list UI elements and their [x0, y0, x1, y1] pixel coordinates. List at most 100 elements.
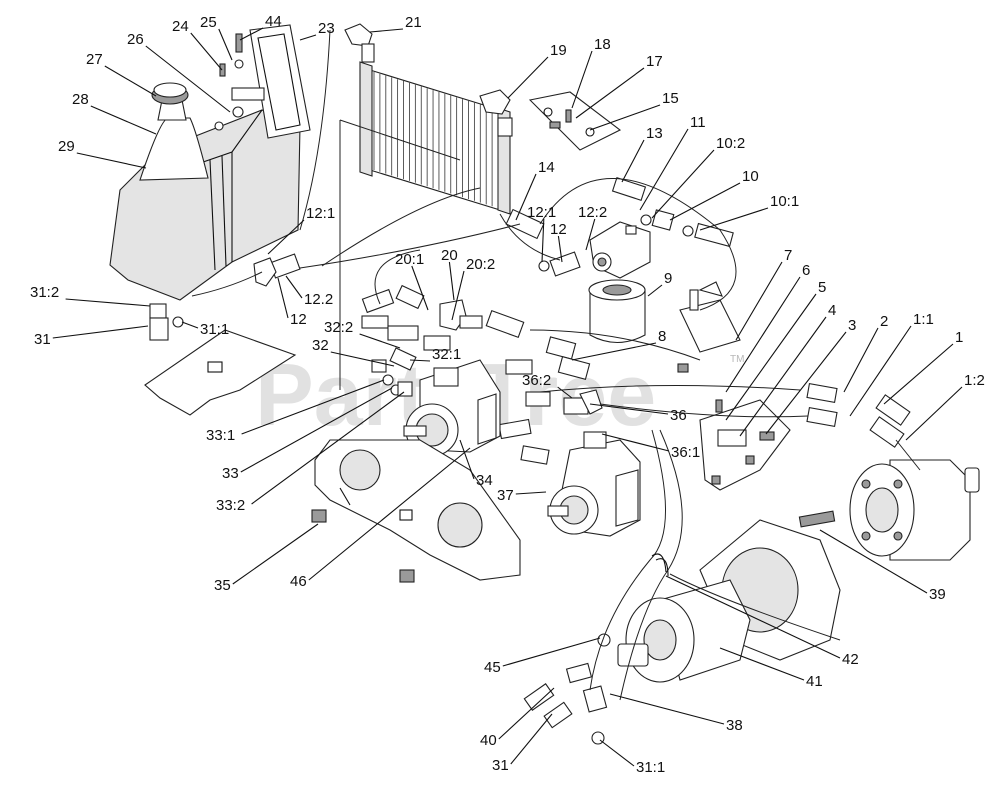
leader-line-c27: [104, 65, 157, 97]
leader-line-c5: [725, 293, 817, 421]
hydraulic-pump-rear: [547, 431, 641, 537]
leader-line-c13: [621, 139, 645, 183]
leader-line-c39: [819, 529, 928, 594]
callout-label-c15: 15: [662, 90, 679, 107]
pump-mount-plate: [311, 439, 521, 583]
callout-label-c20: 20: [441, 247, 458, 264]
motor-fittings-right: [806, 383, 911, 448]
tank-hardware: [214, 33, 244, 131]
leader-line-c17: [575, 67, 645, 119]
leader-line-c18: [571, 50, 593, 109]
callout-label-c25: 25: [200, 14, 217, 31]
leader-line-c20_1: [411, 265, 429, 311]
leader-line-c42: [665, 575, 841, 659]
callout-label-c12_1b: 12:1: [306, 205, 335, 222]
callout-label-c26: 26: [127, 31, 144, 48]
leader-line-c10: [669, 182, 741, 221]
callout-label-c12b: 12: [290, 311, 307, 328]
callout-label-c40: 40: [480, 732, 497, 749]
hose-fittings-upper: [253, 177, 734, 287]
callout-label-c2: 2: [880, 313, 888, 330]
callout-label-c31_2: 31:2: [30, 284, 59, 301]
callout-label-c20_2: 20:2: [466, 256, 495, 273]
leader-lines: [52, 27, 963, 767]
callout-label-c33_1: 33:1: [206, 427, 235, 444]
callout-label-c35: 35: [214, 577, 231, 594]
leader-line-c8: [571, 342, 657, 361]
callout-label-c23: 23: [318, 20, 335, 37]
callout-label-c14: 14: [538, 159, 555, 176]
callout-label-c5: 5: [818, 279, 826, 296]
callout-label-c32_2: 32:2: [324, 319, 353, 336]
callout-label-c10_1: 10:1: [770, 193, 799, 210]
leader-line-c12_1a: [541, 218, 545, 263]
filter-head: [589, 221, 651, 279]
callout-label-c31_1a: 31:1: [200, 321, 229, 338]
valve-fittings-middle: [361, 284, 603, 465]
leader-line-c29: [76, 152, 147, 169]
callout-label-c29: 29: [58, 138, 75, 155]
leader-line-c1: [883, 343, 954, 405]
hydraulic-tank: [109, 82, 301, 301]
leader-line-c25: [218, 28, 233, 61]
cooler-fins: [373, 72, 499, 208]
callout-label-c36_2: 36:2: [522, 372, 551, 389]
leader-line-c36_1: [601, 433, 670, 452]
leader-line-c41: [719, 647, 805, 681]
watermark-trademark: TM: [730, 354, 744, 365]
callout-label-c17: 17: [646, 53, 663, 70]
leader-line-c36: [589, 403, 669, 415]
callout-label-c46: 46: [290, 573, 307, 590]
leader-line-c12_2b: [285, 275, 303, 299]
callout-label-c37: 37: [497, 487, 514, 504]
callout-label-c36: 36: [670, 407, 687, 424]
callout-label-c36_1: 36:1: [671, 444, 700, 461]
callout-label-c21: 21: [405, 14, 422, 31]
leader-line-c6: [725, 276, 801, 393]
leader-line-c19: [507, 56, 549, 99]
callout-label-c10_2: 10:2: [716, 135, 745, 152]
callout-label-c32: 32: [312, 337, 329, 354]
leader-line-c9: [647, 284, 663, 297]
leader-line-c15: [589, 104, 661, 131]
leader-line-c26: [145, 45, 231, 113]
tank-drain-fittings: [149, 303, 184, 341]
leader-line-c3: [765, 331, 847, 435]
leader-line-c7: [735, 261, 783, 341]
leader-line-c1_2: [905, 386, 963, 441]
callout-label-c41: 41: [806, 673, 823, 690]
oil-filter: [588, 279, 646, 344]
leader-line-c40: [498, 687, 555, 740]
callout-label-c8: 8: [658, 328, 666, 345]
bracket-plate: [528, 91, 622, 151]
leader-line-c10_1: [699, 207, 769, 231]
leader-line-c33_1: [241, 379, 385, 435]
leader-line-c14: [515, 173, 537, 221]
leader-line-c20_2: [451, 270, 465, 321]
cooler-fittings: [344, 23, 513, 137]
callout-label-c32_1: 32:1: [432, 346, 461, 363]
callout-label-c20_1: 20:1: [395, 251, 424, 268]
wheel-motor-front: [617, 579, 751, 683]
callout-label-c12_2b: 12.2: [304, 291, 333, 308]
leader-line-c31a: [52, 325, 149, 339]
leader-line-c12_1b: [267, 219, 305, 255]
leader-line-c33: [240, 387, 393, 473]
callout-label-c1_1: 1:1: [913, 311, 934, 328]
leader-line-c12b: [277, 277, 289, 319]
oil-cooler: [359, 61, 511, 215]
callout-label-c38: 38: [726, 717, 743, 734]
leader-line-c32_2: [359, 333, 401, 349]
leader-line-c4: [739, 316, 827, 437]
mounting-plate: [144, 329, 297, 416]
callout-label-c45: 45: [484, 659, 501, 676]
leader-line-c12a: [557, 235, 563, 263]
callout-label-c34: 34: [476, 472, 493, 489]
leader-line-c23: [299, 34, 317, 41]
leader-line-c12_2a: [585, 218, 596, 251]
leader-line-c44: [239, 27, 264, 41]
callout-label-c9: 9: [664, 270, 672, 287]
callout-label-c6: 6: [802, 262, 810, 279]
